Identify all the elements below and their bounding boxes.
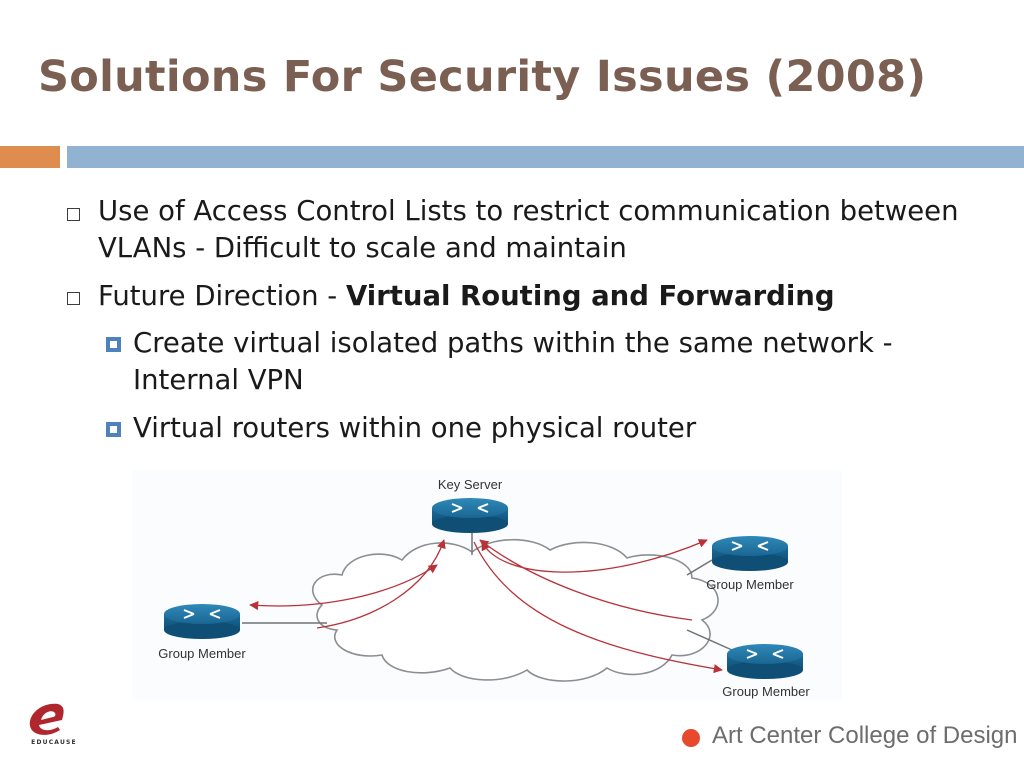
group-member-router-icon: [727, 644, 803, 679]
group-member-label: Group Member: [722, 684, 810, 699]
group-member-label: Group Member: [158, 646, 246, 661]
sub-bullet-item: Create virtual isolated paths within the…: [133, 327, 893, 396]
key-distribution-arrow: [479, 539, 693, 621]
key-distribution-arrow: [473, 541, 723, 674]
group-member-router-icon: [164, 604, 240, 639]
bullet-item: Use of Access Control Lists to restrict …: [98, 195, 959, 264]
key-distribution-arrow: [481, 539, 708, 573]
bullet-prefix: Future Direction -: [98, 280, 346, 312]
network-diagram: Key Server Group Member Group Member Gro…: [132, 470, 842, 700]
sub-bullet-item: Virtual routers within one physical rout…: [133, 412, 697, 444]
key-distribution-arrow: [316, 539, 446, 629]
link-line: [686, 629, 733, 651]
accent-bar-orange: [0, 146, 60, 168]
group-member-label: Group Member: [706, 577, 794, 592]
group-member-router-icon: [712, 536, 788, 571]
accent-bar-blue: [67, 146, 1024, 168]
institution-name: Art Center College of Design: [712, 722, 1018, 749]
educause-logo-text: EDUCAUSE: [31, 739, 77, 746]
bullet-bold-text: Virtual Routing and Forwarding: [345, 280, 835, 312]
bullet-square-icon: [67, 208, 80, 221]
institution-dot-icon: [682, 729, 700, 747]
sub-bullet-square-icon: [106, 337, 121, 352]
institution-footer: Art Center College of Design: [682, 722, 1017, 752]
slide-title: Solutions For Security Issues (2008): [38, 52, 927, 102]
key-distribution-arrow: [249, 564, 438, 611]
educause-logo: EDUCAUSE: [29, 703, 77, 746]
key-server-label: Key Server: [438, 477, 503, 492]
key-server-router-icon: [432, 498, 508, 533]
bullet-square-icon: [67, 292, 80, 305]
link-line: [686, 559, 713, 576]
sub-bullet-square-icon: [106, 422, 121, 437]
bullet-item: Future Direction - Virtual Routing and F…: [98, 278, 978, 315]
